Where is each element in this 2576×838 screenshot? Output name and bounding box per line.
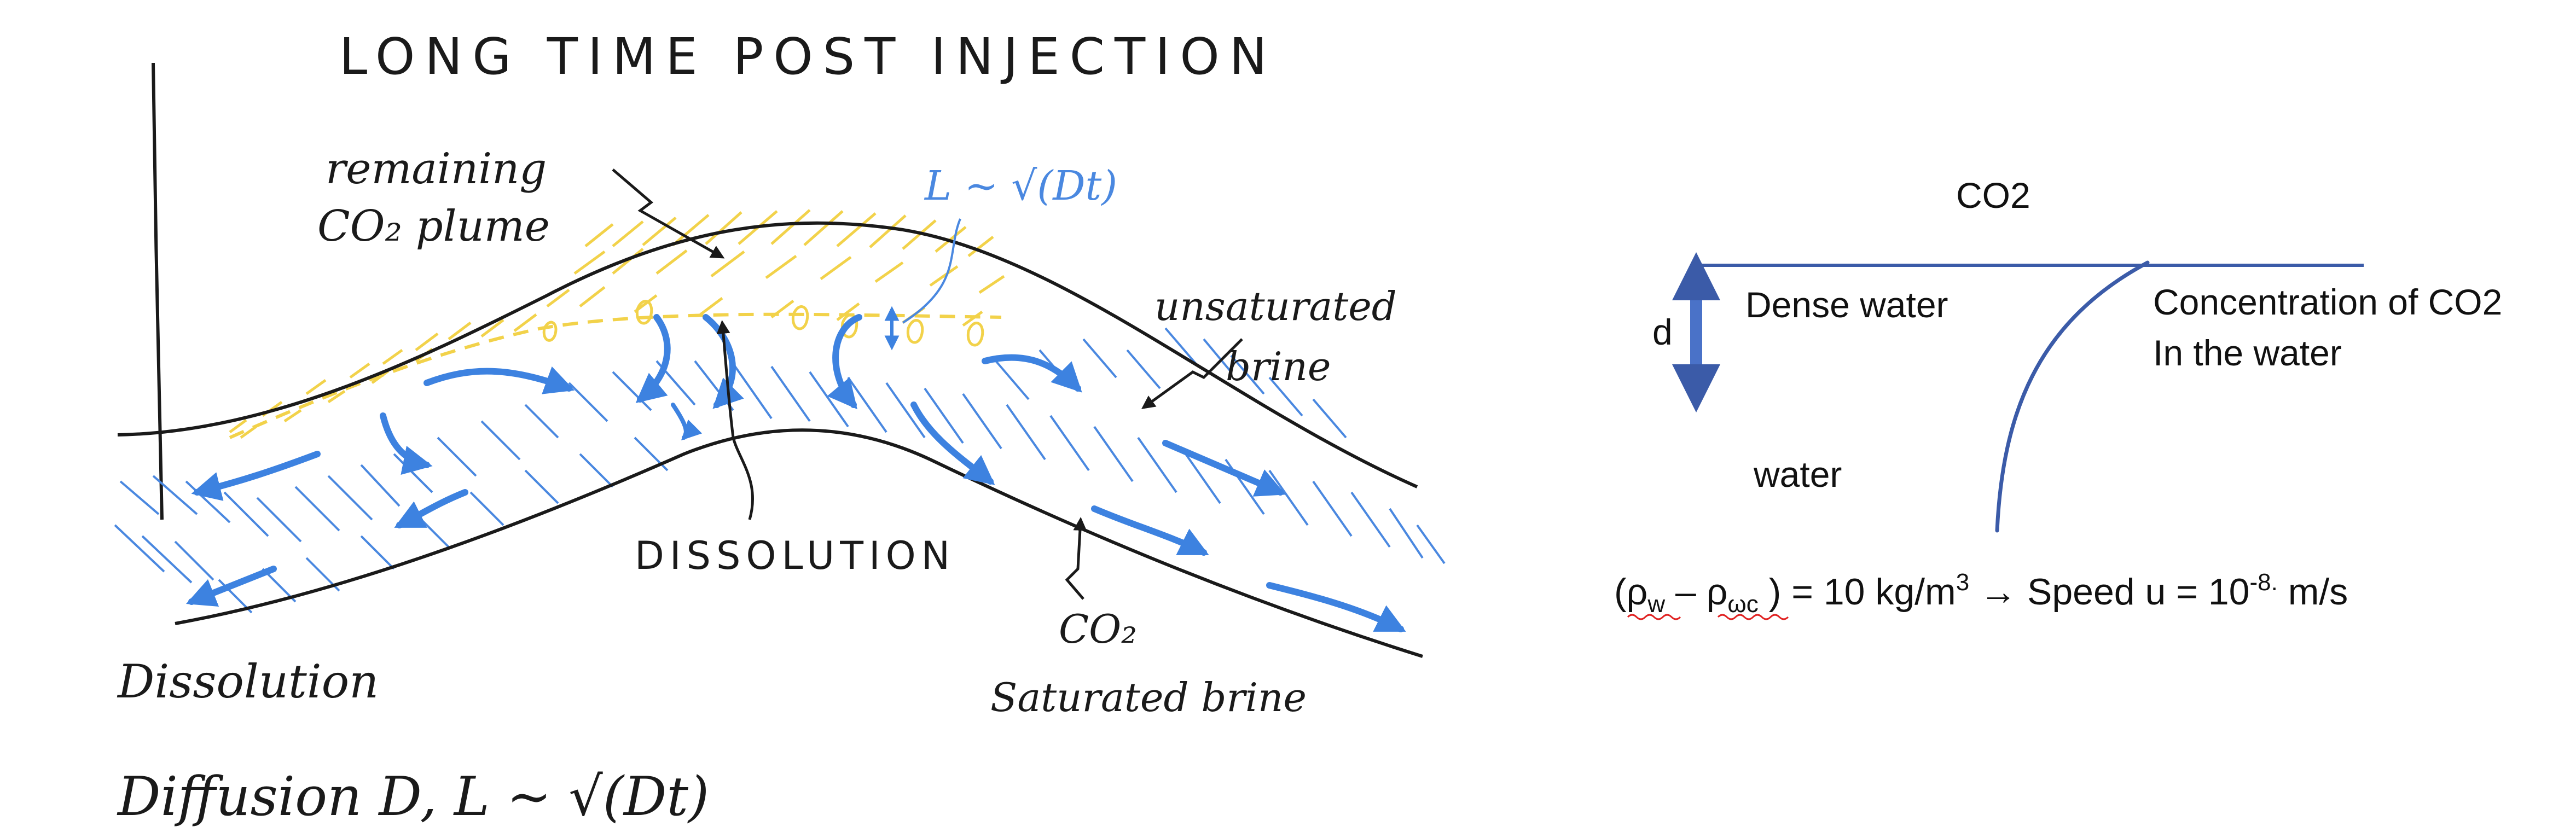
sketch-title: LONG TIME POST INJECTION — [339, 27, 1277, 86]
label-co2-plume: CO₂ plume — [317, 202, 550, 251]
label-diffusion-length: L ~ √(Dt) — [924, 162, 1117, 210]
well-line — [152, 62, 164, 520]
note-diffusion: Diffusion D, L ~ √(Dt) — [117, 766, 709, 828]
diffusion-label-leader — [902, 218, 961, 324]
label-co2-saturated: CO₂ — [1059, 606, 1137, 652]
hand-sketch: LONG TIME POST INJECTION remaining CO₂ p… — [114, 27, 1446, 828]
concentration-label-line2: In the water — [2153, 333, 2342, 373]
dense-water-label: Dense water — [1745, 284, 1948, 325]
aquifer-bottom-boundary — [175, 428, 1423, 658]
spellcheck-underline-1 — [1627, 614, 1681, 620]
note-dissolution: Dissolution — [117, 655, 379, 708]
aquifer-top-boundary — [117, 221, 1418, 488]
schematic-co2-label: CO2 — [1956, 175, 2030, 216]
density-speed-formula: (ρw – ρωc ) = 10 kg/m3 → Speed u = 10-8.… — [1614, 569, 2348, 618]
depth-label: d — [1652, 312, 1673, 352]
co2-plume-hatching — [229, 209, 1005, 439]
water-label: water — [1753, 454, 1842, 494]
typed-schematic: CO2 d Dense water Concentration of CO2 I… — [1614, 175, 2502, 620]
brine-hatching — [114, 327, 1446, 614]
saturated-leader — [1065, 517, 1087, 600]
concentration-profile — [1995, 260, 2150, 533]
unsaturated-leader — [1141, 338, 1243, 409]
concentration-label-line1: Concentration of CO2 — [2153, 282, 2502, 322]
label-unsaturated: unsaturated — [1154, 283, 1397, 329]
spellcheck-underline-2 — [1717, 614, 1789, 620]
dissolution-leader — [716, 320, 754, 520]
label-saturated-brine: Saturated brine — [990, 674, 1307, 720]
label-brine: brine — [1226, 344, 1331, 389]
convection-arrows — [185, 314, 1406, 632]
label-dissolution-caps: DISSOLUTION — [635, 533, 955, 578]
plume-leader — [612, 168, 725, 259]
label-remaining: remaining — [326, 144, 547, 194]
